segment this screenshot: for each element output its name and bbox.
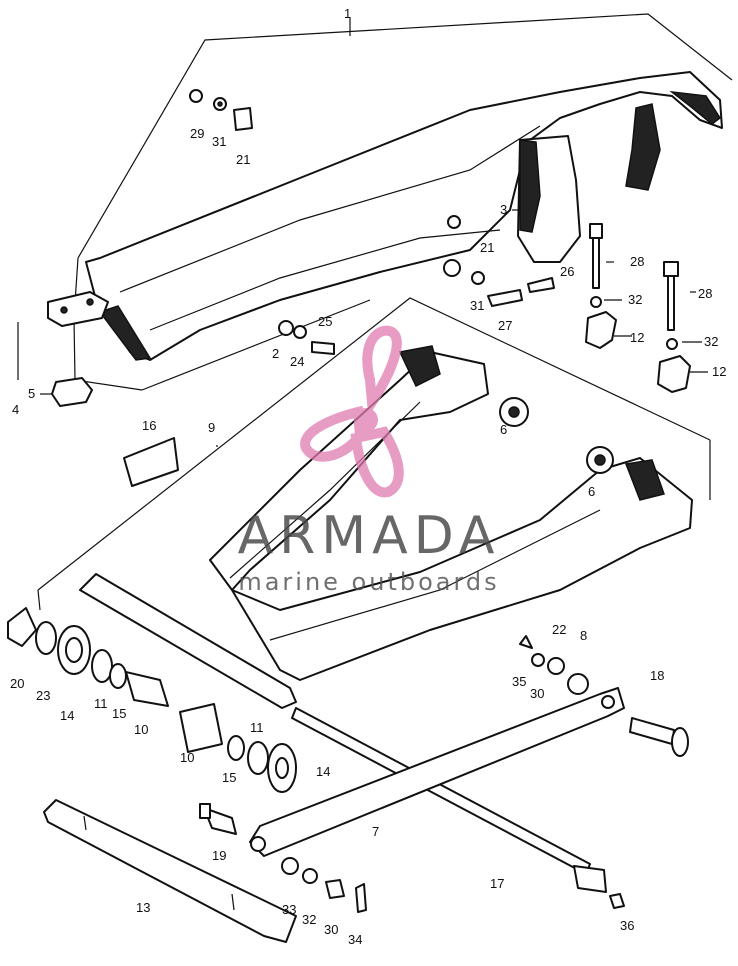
callout: 12 xyxy=(712,364,726,379)
group-outline-swingarm xyxy=(37,297,711,611)
callout: 28 xyxy=(630,254,644,269)
callout: 13 xyxy=(136,900,150,915)
callout: 23 xyxy=(36,688,50,703)
bottom-hardware xyxy=(281,857,625,913)
callout-leaders xyxy=(17,18,708,447)
small-hardware xyxy=(189,89,678,355)
callout: 15 xyxy=(222,770,236,785)
callout: 10 xyxy=(180,750,194,765)
pivot-pipe xyxy=(43,799,297,943)
bolt-long-2 xyxy=(663,261,679,331)
chain-case-bracket xyxy=(585,311,617,349)
callout: 6 xyxy=(500,422,507,437)
rear-fork-bushing xyxy=(499,397,614,474)
callout: 32 xyxy=(628,292,642,307)
pivot-hardware-right xyxy=(179,703,297,793)
callout: 9 xyxy=(208,420,215,435)
callout: 18 xyxy=(650,668,664,683)
chain-slider xyxy=(517,135,581,263)
group-outline-chain-case xyxy=(73,13,733,391)
chain-case xyxy=(85,71,723,361)
callout: 35 xyxy=(512,674,526,689)
callout: 1 xyxy=(344,6,351,21)
callout: 33 xyxy=(282,902,296,917)
stopper-bolt xyxy=(629,717,689,757)
callout: 12 xyxy=(630,330,644,345)
callout: 29 xyxy=(190,126,204,141)
callout: 22 xyxy=(552,622,566,637)
brake-stopper-arm xyxy=(249,687,625,857)
callout: 6 xyxy=(588,484,595,499)
callout: 17 xyxy=(490,876,504,891)
callout: 8 xyxy=(580,628,587,643)
callout: 14 xyxy=(60,708,74,723)
callout: 21 xyxy=(480,240,494,255)
callout: 31 xyxy=(470,298,484,313)
stopper-bolt-small xyxy=(199,803,237,835)
callout: 15 xyxy=(112,706,126,721)
drive-chain-segment xyxy=(625,103,661,191)
chain-case-bracket-2 xyxy=(657,355,691,393)
callout: 32 xyxy=(704,334,718,349)
callout: 34 xyxy=(348,932,362,947)
rear-fork xyxy=(79,345,693,709)
pivot-bolt xyxy=(291,707,607,893)
callout: 25 xyxy=(318,314,332,329)
callout: 24 xyxy=(290,354,304,369)
watermark-tagline: marine outboards xyxy=(238,568,500,596)
rear-fork-shim xyxy=(123,437,179,487)
callout: 11 xyxy=(250,720,264,735)
callout: 30 xyxy=(324,922,338,937)
pivot-hardware-left xyxy=(7,607,169,707)
callout: 19 xyxy=(212,848,226,863)
callout: 32 xyxy=(302,912,316,927)
callout: 31 xyxy=(212,134,226,149)
watermark-brand: ARMADA xyxy=(237,506,501,566)
callout: 4 xyxy=(12,402,19,417)
bolt-long xyxy=(589,223,603,289)
callout: 10 xyxy=(134,722,148,737)
callout: 30 xyxy=(530,686,544,701)
callout: 36 xyxy=(620,918,634,933)
propeller-logo-icon xyxy=(300,325,404,498)
callout: 26 xyxy=(560,264,574,279)
callout: 16 xyxy=(142,418,156,433)
callout: 20 xyxy=(10,676,24,691)
callout-labels: 1 29 31 21 3 28 21 26 28 31 27 32 32 12 … xyxy=(10,6,726,947)
callout: 5 xyxy=(28,386,35,401)
chain-joint xyxy=(47,291,109,407)
callout: 3 xyxy=(500,202,507,217)
callout: 11 xyxy=(94,696,108,711)
callout: 7 xyxy=(372,824,379,839)
stopper-hardware xyxy=(519,635,589,695)
callout: 21 xyxy=(236,152,250,167)
callout: 28 xyxy=(698,286,712,301)
callout: 14 xyxy=(316,764,330,779)
callout: 2 xyxy=(272,346,279,361)
callout: 27 xyxy=(498,318,512,333)
